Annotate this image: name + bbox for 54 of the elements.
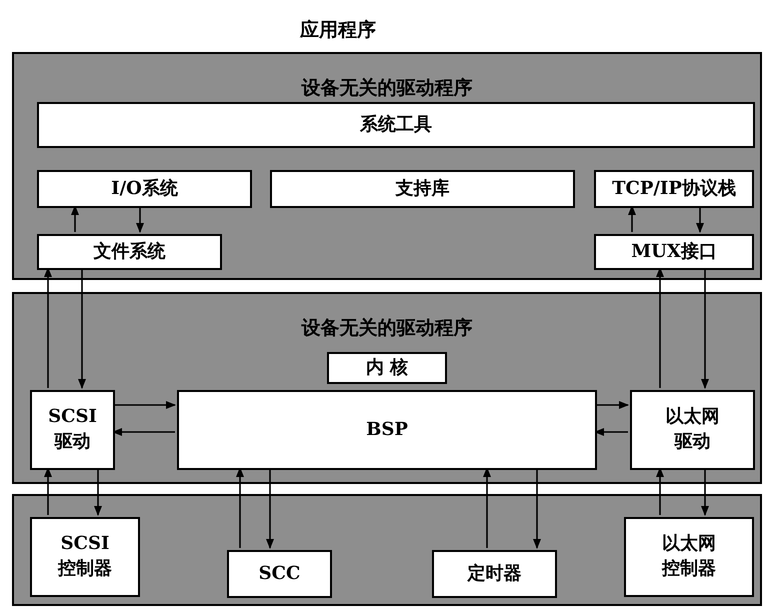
layer-band	[12, 292, 762, 484]
arrow	[136, 206, 144, 233]
component-box	[227, 550, 332, 598]
arrow	[594, 428, 628, 436]
component-box	[630, 390, 755, 470]
component-box	[30, 390, 115, 470]
layer-heading: 设备无关的驱动程序	[300, 316, 474, 341]
layer-band	[12, 52, 762, 280]
component-box	[624, 517, 754, 597]
component-label: 文件系统	[94, 240, 166, 264]
component-label: SCC	[258, 562, 300, 586]
arrow	[701, 268, 709, 389]
component-box	[37, 170, 252, 208]
layer-band	[12, 494, 762, 606]
arrow	[112, 428, 175, 436]
layer-heading: 设备无关的驱动程序	[300, 76, 474, 101]
arrow	[656, 267, 664, 388]
component-box	[594, 170, 754, 208]
arrow	[701, 468, 709, 516]
component-box	[30, 517, 140, 597]
arrow	[71, 205, 79, 232]
component-label: BSP	[366, 418, 408, 442]
arrow	[113, 401, 176, 409]
arrow	[44, 467, 52, 515]
component-label: 以太网控制器	[660, 532, 717, 581]
component-box	[177, 390, 597, 470]
component-label: TCP/IP协议栈	[612, 176, 736, 201]
arrow	[533, 468, 541, 549]
arrow	[483, 467, 491, 548]
component-label: SCSI 驱动	[47, 405, 98, 454]
arrow	[236, 467, 244, 548]
arrow	[44, 267, 52, 388]
component-label: SCSI 控制器	[56, 532, 113, 581]
component-box	[37, 234, 222, 270]
component-label: MUX接口	[631, 240, 717, 264]
component-box	[327, 352, 447, 384]
arrow	[628, 205, 636, 232]
diagram-title: 应用程序	[300, 18, 376, 43]
arrow	[78, 268, 86, 389]
component-label: 内 核	[366, 356, 408, 380]
component-box	[270, 170, 575, 208]
component-box	[594, 234, 754, 270]
arrow	[266, 468, 274, 549]
arrow	[696, 206, 704, 233]
arrow	[595, 401, 629, 409]
component-label: 支持库	[396, 176, 450, 201]
arrow	[94, 468, 102, 516]
component-label: 系统工具	[360, 112, 432, 137]
component-label: 定时器	[468, 562, 522, 586]
component-box	[432, 550, 557, 598]
component-label: I/O系统	[111, 176, 178, 201]
component-label: 以太网驱动	[664, 405, 720, 454]
arrow	[656, 467, 664, 515]
component-box	[37, 102, 755, 148]
